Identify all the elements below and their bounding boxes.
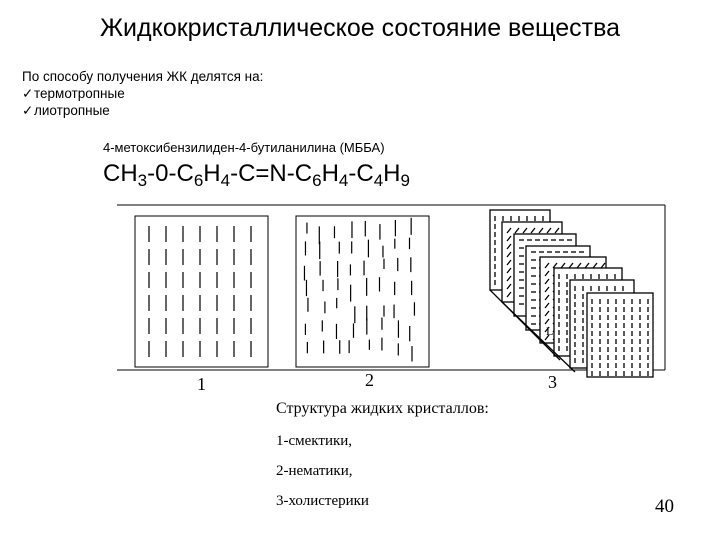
molecule-mark	[546, 227, 552, 234]
checkmark-icon: ✓	[22, 103, 34, 118]
molecule-mark	[576, 262, 582, 269]
formula-subscript: 4	[220, 171, 231, 190]
caption-title: Структура жидких кристаллов:	[276, 400, 489, 417]
panel-label-1: 1	[197, 374, 206, 394]
molecule-mark	[600, 262, 606, 269]
molecule-mark	[544, 334, 550, 341]
molecule-mark	[514, 227, 520, 234]
molecule-mark	[506, 267, 512, 274]
molecule-mark	[554, 227, 560, 234]
smectic-molecules	[148, 226, 252, 357]
formula-part: -0-C	[147, 160, 194, 187]
formula-subscript: 4	[338, 171, 349, 190]
intro-text: По способу получения ЖК делятся на:	[22, 69, 264, 84]
molecule-mark	[544, 286, 550, 293]
formula-part: -C=N-C	[230, 160, 313, 187]
formula-subscript: 3	[137, 171, 148, 190]
nematic-molecules	[303, 217, 416, 362]
formula-subscript: 4	[373, 171, 384, 190]
molecule-mark	[568, 262, 574, 269]
type-label: лиотропные	[34, 103, 110, 118]
formula-subscript: 6	[193, 171, 204, 190]
molecule-mark	[501, 301, 576, 373]
molecule-mark	[544, 310, 550, 317]
molecule-mark	[544, 302, 550, 309]
molecule-mark	[506, 227, 512, 234]
molecule-mark	[560, 262, 566, 269]
checkmark-icon: ✓	[22, 86, 34, 101]
formula-subscript: 6	[312, 171, 322, 190]
molecule-mark	[544, 262, 550, 269]
molecule-mark	[538, 227, 544, 234]
slide-title: Жидкокристаллическое состояние вещества	[99, 14, 621, 42]
chemical-formula: CH3-0-C6H4-C=N-C6H4-C4H9	[103, 160, 410, 190]
molecule-mark	[506, 275, 512, 282]
molecule-mark	[544, 270, 550, 277]
caption-item-cholesteric: 3-холистерики	[276, 493, 369, 509]
molecule-mark	[489, 289, 561, 361]
molecule-mark	[506, 259, 512, 266]
formula-part: -C	[348, 160, 374, 187]
molecule-mark	[544, 294, 550, 301]
caption-item-nematic: 2-нематики,	[276, 463, 353, 479]
molecule-mark	[506, 291, 512, 298]
intro-block: По способу получения ЖК делятся на: ✓тер…	[22, 68, 263, 119]
molecule-mark	[544, 318, 550, 325]
molecule-mark	[552, 262, 558, 269]
molecule-mark	[522, 227, 528, 234]
molecule-mark	[530, 227, 536, 234]
molecule-mark	[592, 262, 598, 269]
smectic-panel	[134, 215, 269, 368]
formula-part: CH	[103, 160, 138, 187]
formula-part: H	[383, 160, 401, 187]
molecule-mark	[506, 283, 512, 290]
formula-subscript: 9	[400, 171, 410, 190]
stack-label-l: L	[546, 324, 553, 338]
molecule-mark	[544, 278, 550, 285]
cholesteric-layer	[586, 292, 654, 378]
cholesteric-stack	[489, 209, 654, 378]
panel-label-3: 3	[548, 372, 557, 392]
type-item-thermotropic: ✓термотропные	[22, 85, 263, 102]
molecule-mark	[506, 251, 512, 258]
panel-label-2: 2	[365, 370, 374, 390]
substance-name: 4-метоксибензилиден-4-бутиланилина (МББА…	[103, 140, 385, 155]
page-number: 40	[655, 496, 674, 517]
formula-part: H	[203, 160, 221, 187]
molecule-mark	[506, 243, 512, 250]
molecule-mark	[544, 326, 550, 333]
molecule-mark	[506, 235, 512, 242]
formula-part: H	[321, 160, 339, 187]
molecule-mark	[584, 262, 590, 269]
type-item-lyotropic: ✓лиотропные	[22, 102, 263, 119]
nematic-panel	[295, 215, 430, 368]
caption-item-smectic: 1-смектики,	[276, 433, 353, 449]
type-label: термотропные	[34, 86, 125, 101]
